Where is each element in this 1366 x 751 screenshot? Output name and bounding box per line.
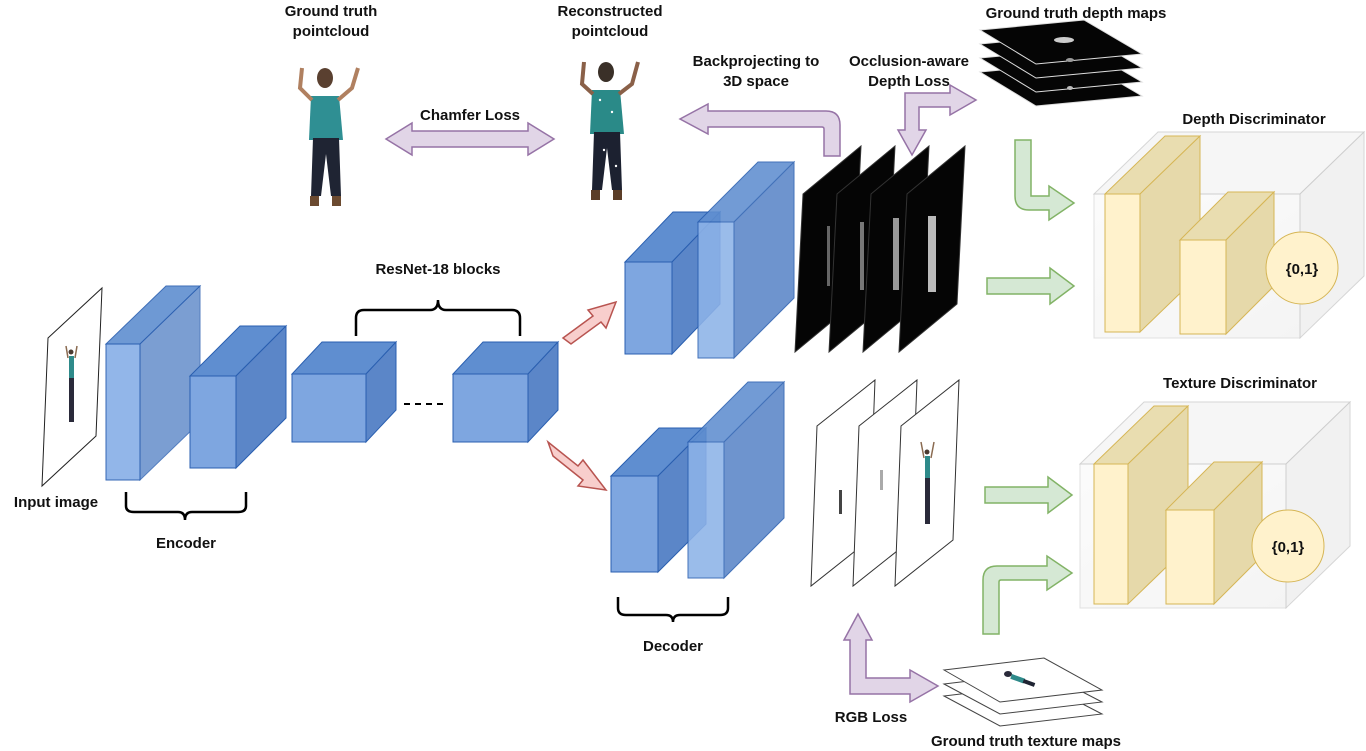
gt-pointcloud-figure (297, 67, 360, 206)
depth-disc-output-label: {0,1} (1286, 261, 1319, 278)
occlusion-label-line1: Occlusion-aware (849, 53, 969, 70)
gt-depth-maps-stack (978, 19, 1144, 107)
input-image (41, 286, 103, 488)
recon-pointcloud-label-line2: pointcloud (572, 23, 649, 40)
occlusion-label-line2: Depth Loss (868, 73, 950, 90)
depth-decoder-block-2 (696, 160, 796, 360)
resnet-brace (354, 299, 522, 336)
texture-disc-output-circle (1251, 509, 1325, 583)
gt-pointcloud-label-line2: pointcloud (293, 23, 370, 40)
gt-depth-maps-label: Ground truth depth maps (986, 5, 1167, 22)
texture-discriminator-label: Texture Discriminator (1163, 375, 1317, 392)
decoder-brace (616, 597, 730, 623)
backprojecting-label-line1: Backprojecting to (693, 53, 820, 70)
green-arrow-gt-depth-to-disc (1014, 139, 1076, 222)
texture-disc-output-label: {0,1} (1272, 539, 1305, 556)
texture-discriminator: {0,1} (1078, 400, 1352, 610)
encoder-brace (124, 492, 248, 521)
recon-pointcloud-label-line1: Reconstructed (557, 3, 662, 20)
green-arrow-gt-texture-to-disc (982, 554, 1074, 635)
recon-pointcloud-figure (579, 61, 640, 200)
chamfer-loss-label: Chamfer Loss (420, 107, 520, 124)
red-arrow-to-depth-decoder (561, 300, 618, 345)
encoder-block-2 (188, 324, 288, 470)
backprojecting-label-line2: 3D space (723, 73, 789, 90)
texture-disc-layer-2 (1164, 460, 1264, 606)
backprojection-arrow (678, 102, 841, 157)
resnet-block-2 (451, 340, 560, 444)
gt-texture-maps-label: Ground truth texture maps (931, 733, 1121, 750)
red-arrow-to-texture-decoder (546, 439, 608, 492)
decoder-label: Decoder (643, 638, 703, 655)
input-person-figure (65, 345, 78, 422)
predicted-depth-maps (794, 144, 966, 354)
resnet-block-1 (290, 340, 398, 444)
encoder-label: Encoder (156, 535, 216, 552)
encoder-block-1 (104, 284, 202, 482)
depth-discriminator: {0,1} (1092, 130, 1366, 340)
rgb-loss-label: RGB Loss (835, 709, 908, 726)
occlusion-depth-loss-arrow (896, 83, 978, 157)
texture-person-figure (920, 441, 935, 524)
gt-pointcloud-label-line1: Ground truth (285, 3, 377, 20)
green-arrow-pred-depth-to-disc (986, 266, 1076, 306)
predicted-texture-maps (810, 378, 960, 588)
depth-discriminator-label: Depth Discriminator (1182, 111, 1326, 128)
depth-disc-output-circle (1265, 231, 1339, 305)
gt-texture-person-figure (1004, 671, 1036, 687)
resnet-blocks-label: ResNet-18 blocks (375, 261, 500, 278)
depth-disc-layer-2 (1178, 190, 1276, 336)
texture-decoder-block-2 (686, 380, 786, 580)
gt-texture-maps-stack (942, 657, 1104, 727)
rgb-loss-arrow (842, 612, 940, 704)
input-image-label: Input image (14, 494, 98, 511)
chamfer-loss-arrow (384, 121, 556, 157)
green-arrow-pred-texture-to-disc (984, 475, 1074, 515)
